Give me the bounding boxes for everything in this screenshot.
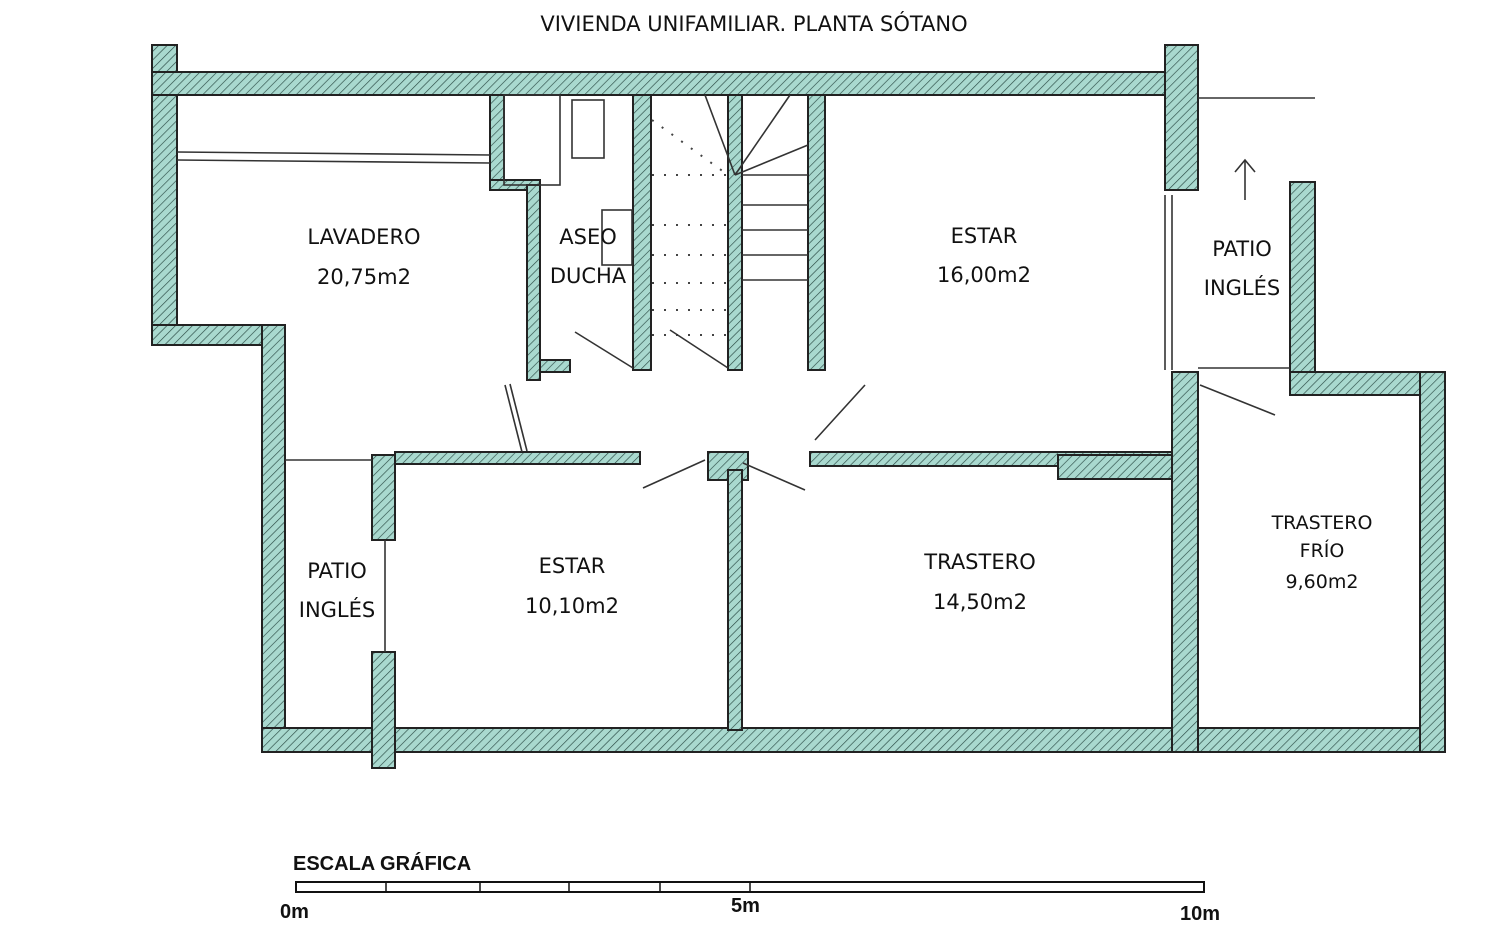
room-estar-2-area: 10,10m2	[525, 594, 619, 618]
room-patio-left-name: PATIO	[307, 559, 367, 583]
room-trastero-name: TRASTERO	[923, 550, 1035, 574]
scale-label-0: 0m	[280, 901, 309, 923]
room-trastero-frio-name: TRASTERO	[1271, 512, 1373, 534]
room-estar-2-name: ESTAR	[539, 554, 606, 578]
room-trastero-area: 14,50m2	[933, 590, 1027, 614]
stair	[651, 94, 809, 336]
doors	[504, 329, 1276, 491]
room-trastero-frio-name2: FRÍO	[1300, 539, 1345, 562]
room-aseo-name: ASEO	[559, 225, 617, 249]
scale-title: ESCALA GRÁFICA	[293, 852, 471, 875]
plan-title: VIVIENDA UNIFAMILIAR. PLANTA SÓTANO	[540, 11, 967, 36]
room-estar-1-name: ESTAR	[951, 224, 1018, 248]
room-patio-right-sub: INGLÉS	[1204, 275, 1280, 300]
room-trastero-frio-area: 9,60m2	[1286, 571, 1359, 593]
room-lavadero-area: 20,75m2	[317, 265, 411, 289]
fixtures	[176, 94, 1315, 652]
graphic-scale: ESCALA GRÁFICA 0m 5m 10m	[280, 852, 1220, 925]
room-aseo-sub: DUCHA	[550, 264, 627, 288]
scale-label-5: 5m	[731, 895, 760, 917]
room-patio-right-name: PATIO	[1212, 237, 1272, 261]
scale-label-10: 10m	[1180, 903, 1220, 925]
room-estar-1-area: 16,00m2	[937, 263, 1031, 287]
room-labels: LAVADERO 20,75m2 ASEO DUCHA ESTAR 16,00m…	[299, 224, 1373, 622]
room-patio-left-sub: INGLÉS	[299, 597, 375, 622]
walls	[151, 44, 1446, 769]
room-lavadero-name: LAVADERO	[307, 225, 420, 249]
